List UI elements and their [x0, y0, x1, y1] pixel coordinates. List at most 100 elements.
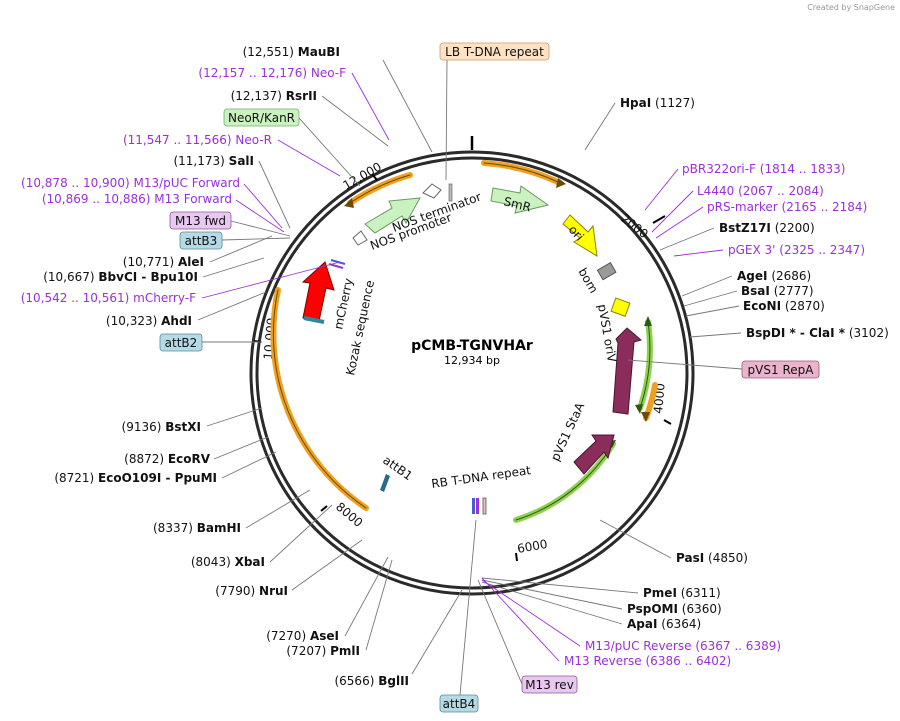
connector-line	[481, 579, 623, 610]
site-position: (1814 .. 1833)	[760, 162, 846, 176]
primer-label[interactable]: (11,547 .. 11,566) Neo-R	[123, 133, 272, 147]
site-name: BspDI * - ClaI *	[746, 326, 846, 340]
connector-line	[258, 160, 291, 229]
rb-mark-pink	[482, 497, 487, 515]
feature-label-box[interactable]: NeoR/KanR	[223, 108, 300, 127]
feature-label-box[interactable]: attB4	[439, 694, 479, 713]
primer-label[interactable]: pBR322ori-F (1814 .. 1833)	[682, 162, 845, 176]
site-name: MauBI	[298, 45, 340, 59]
connector-line	[213, 436, 269, 460]
site-name: ApaI	[627, 617, 657, 631]
nos-terminator-arrow	[422, 183, 442, 199]
connector-line	[197, 291, 267, 321]
feature-box-bg	[439, 42, 550, 61]
site-name: AseI	[310, 629, 339, 643]
feature-box-label: attB2	[165, 336, 198, 350]
connector-line	[411, 589, 463, 675]
connector-line	[201, 261, 341, 299]
restriction-site-label[interactable]: AgeI (2686)	[737, 269, 811, 283]
restriction-site-label[interactable]: (10,323) AhdI	[106, 314, 192, 328]
site-position: (2200)	[775, 221, 815, 235]
primer-label[interactable]: L4440 (2067 .. 2084)	[697, 184, 824, 198]
site-name: PmlI	[330, 644, 360, 658]
primer-label[interactable]: (12,157 .. 12,176) Neo-F	[198, 66, 346, 80]
primer-label[interactable]: M13 Reverse (6386 .. 6402)	[564, 654, 731, 668]
site-position: (6386 .. 6402)	[646, 654, 732, 668]
restriction-site-label[interactable]: (12,137) RsrII	[231, 89, 317, 103]
feature-box-bg	[521, 675, 578, 694]
connector-line	[291, 539, 363, 591]
primer-label[interactable]: M13/pUC Reverse (6367 .. 6389)	[585, 639, 781, 653]
site-position: (11,547 .. 11,566)	[123, 133, 232, 147]
site-position: (12,157 .. 12,176)	[198, 66, 307, 80]
feature-label-box[interactable]: LB T-DNA repeat	[439, 42, 550, 61]
connector-line	[477, 579, 523, 685]
restriction-site-label[interactable]: (10,771) AleI	[123, 255, 204, 269]
connector-line	[269, 504, 333, 563]
site-name: BglII	[378, 674, 409, 688]
restriction-site-label[interactable]: (7207) PmlI	[286, 644, 360, 658]
site-position: (10,323)	[106, 314, 157, 328]
restriction-site-label[interactable]: (7790) NruI	[215, 584, 288, 598]
restriction-site-label[interactable]: (8337) BamHI	[153, 521, 241, 535]
restriction-site-label[interactable]: PmeI (6311)	[643, 586, 721, 600]
arc-head-6	[344, 198, 354, 208]
site-name: AgeI	[737, 269, 767, 283]
site-name: BstXI	[165, 420, 201, 434]
restriction-site-label[interactable]: ApaI (6364)	[627, 617, 701, 631]
site-name: PasI	[676, 551, 704, 565]
site-name: XbaI	[235, 555, 265, 569]
site-position: (6360)	[682, 602, 722, 616]
feature-box-label: NeoR/KanR	[228, 111, 295, 125]
restriction-site-label[interactable]: (7270) AseI	[266, 629, 339, 643]
primer-label[interactable]: pRS-marker (2165 .. 2184)	[707, 200, 867, 214]
connector-line	[651, 190, 694, 233]
feature-box-bg	[439, 694, 479, 713]
feature-box-label: pVS1 RepA	[748, 363, 815, 377]
site-position: (10,869 .. 10,886)	[42, 192, 151, 206]
restriction-site-label[interactable]: EcoNI (2870)	[743, 299, 825, 313]
restriction-site-label[interactable]: (9136) BstXI	[122, 420, 201, 434]
feature-label-box[interactable]: M13 rev	[521, 675, 578, 694]
restriction-site-label[interactable]: (6566) BglII	[334, 674, 409, 688]
connector-line	[221, 237, 291, 241]
site-position: (7270)	[266, 629, 306, 643]
bom-box	[596, 261, 617, 281]
plasmid-size: 12,934 bp	[444, 354, 500, 367]
restriction-site-label[interactable]: (8872) EcoRV	[124, 452, 211, 466]
restriction-site-label[interactable]: PasI (4850)	[676, 551, 748, 565]
pvs1-oriv-box	[610, 297, 631, 317]
site-position: (12,137)	[231, 89, 282, 103]
feature-box-bg	[223, 108, 300, 127]
restriction-site-label[interactable]: (8043) XbaI	[191, 555, 265, 569]
ori-arrow	[562, 214, 598, 257]
feature-label-box[interactable]: attB2	[159, 333, 203, 352]
feature-label-box[interactable]: attB3	[179, 231, 223, 250]
site-name: HpaI	[620, 96, 651, 110]
restriction-site-label[interactable]: (12,551) MauBI	[243, 45, 340, 59]
connector-line	[298, 117, 361, 187]
restriction-site-label[interactable]: HpaI (1127)	[620, 96, 695, 110]
primer-label[interactable]: pGEX 3' (2325 .. 2347)	[728, 243, 865, 257]
restriction-site-label[interactable]: (11,173) SalI	[173, 154, 254, 168]
feature-box-bg	[741, 360, 820, 379]
feature-box-label: attB4	[443, 697, 476, 711]
feature-label-box[interactable]: M13 fwd	[169, 211, 232, 230]
restriction-site-label[interactable]: BstZ17I (2200)	[719, 221, 815, 235]
site-position: (8721)	[54, 471, 94, 485]
connector-line	[202, 257, 265, 278]
restriction-site-label[interactable]: BspDI * - ClaI * (3102)	[746, 326, 889, 340]
restriction-site-label[interactable]: PspOMI (6360)	[627, 602, 722, 616]
connector-line	[209, 235, 273, 263]
primer-label[interactable]: (10,542 .. 10,561) mCherry-F	[21, 291, 196, 305]
primer-label[interactable]: (10,869 .. 10,886) M13 Forward	[42, 192, 232, 206]
restriction-site-label[interactable]: (10,667) BbvCI - Bpu10I	[43, 270, 198, 284]
feature-label-box[interactable]: pVS1 RepA	[741, 360, 820, 379]
restriction-site-label[interactable]: BsaI (2777)	[741, 284, 814, 298]
connector-line	[321, 95, 389, 147]
rb-mark-blue	[472, 498, 475, 514]
primer-label[interactable]: (10,878 .. 10,900) M13/pUC Forward	[21, 176, 240, 190]
restriction-site-label[interactable]: (8721) EcoO109I - PpuMI	[54, 471, 217, 485]
backbone-outer	[249, 150, 695, 596]
